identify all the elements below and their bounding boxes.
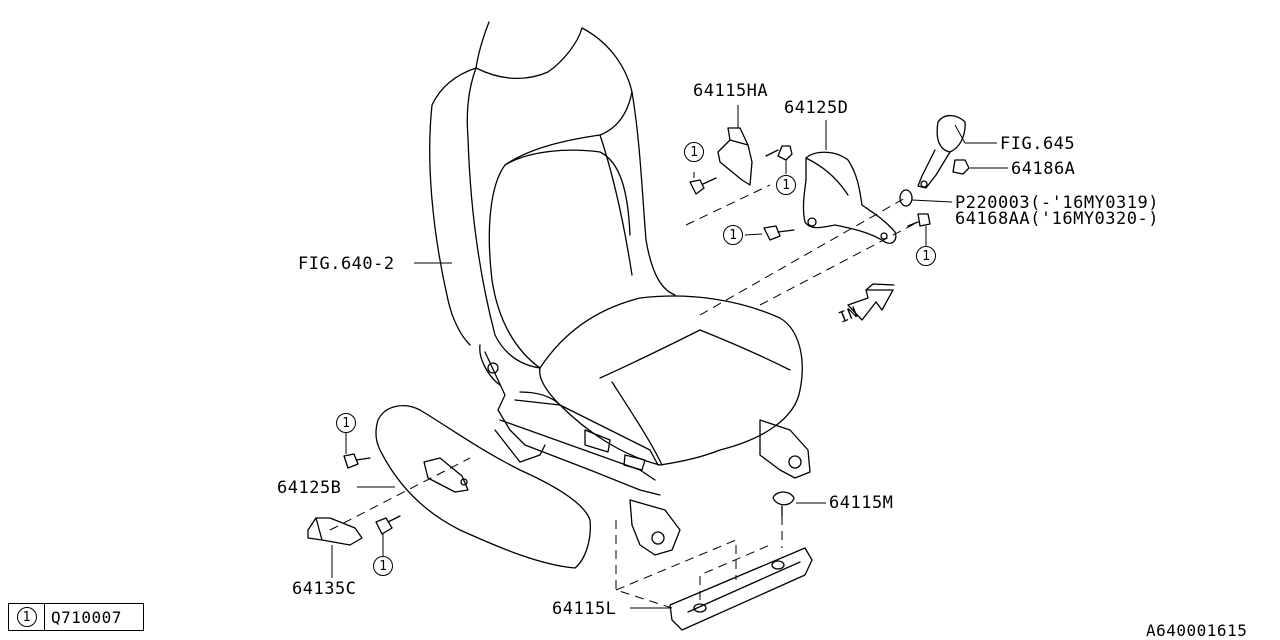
seat-back-drawing <box>429 21 676 369</box>
label-64125B: 64125B <box>277 478 342 498</box>
label-64115L: 64115L <box>552 599 617 619</box>
label-64115HA: 64115HA <box>693 81 769 101</box>
bracket-64115HA-drawing <box>717 127 753 186</box>
callout-1: 1 <box>776 175 796 195</box>
legend-symbol-cell: 1 <box>9 604 45 630</box>
label-fig-640-2: FIG.640-2 <box>298 254 395 274</box>
belt-fig645-drawing <box>917 114 966 189</box>
callout-1: 1 <box>336 413 356 433</box>
fasteners-drawing <box>343 145 970 535</box>
legend-part-number: Q710007 <box>51 607 122 627</box>
label-64186A: 64186A <box>1011 159 1076 179</box>
label-64115M: 64115M <box>829 493 894 513</box>
side-cover-64125B-drawing <box>375 405 591 569</box>
legend-box: 1 Q710007 <box>8 603 144 631</box>
legend-callout-1: 1 <box>16 607 37 627</box>
dashed-guides <box>329 184 919 609</box>
knob-64135C-drawing <box>307 517 363 546</box>
floor-cover-64115L-drawing <box>669 547 813 631</box>
label-64135C: 64135C <box>292 579 357 599</box>
label-64125D: 64125D <box>784 98 849 118</box>
seat-frame-drawing <box>479 344 811 556</box>
label-64168AA: 64168AA('16MY0320-) <box>955 209 1159 229</box>
callout-1: 1 <box>723 225 743 245</box>
label-P220003: P220003(-'16MY0319) <box>955 193 1159 213</box>
diagram-id: A640001615 <box>1146 621 1248 640</box>
cover-64125D-drawing <box>802 151 897 244</box>
callout-1: 1 <box>373 556 393 576</box>
callout-1: 1 <box>916 246 936 266</box>
direction-arrow-drawing <box>847 283 895 321</box>
callout-1: 1 <box>684 142 704 162</box>
seat-cushion-drawing <box>519 295 803 466</box>
label-fig-645: FIG.645 <box>1000 134 1076 154</box>
leader-lines <box>331 105 1008 609</box>
